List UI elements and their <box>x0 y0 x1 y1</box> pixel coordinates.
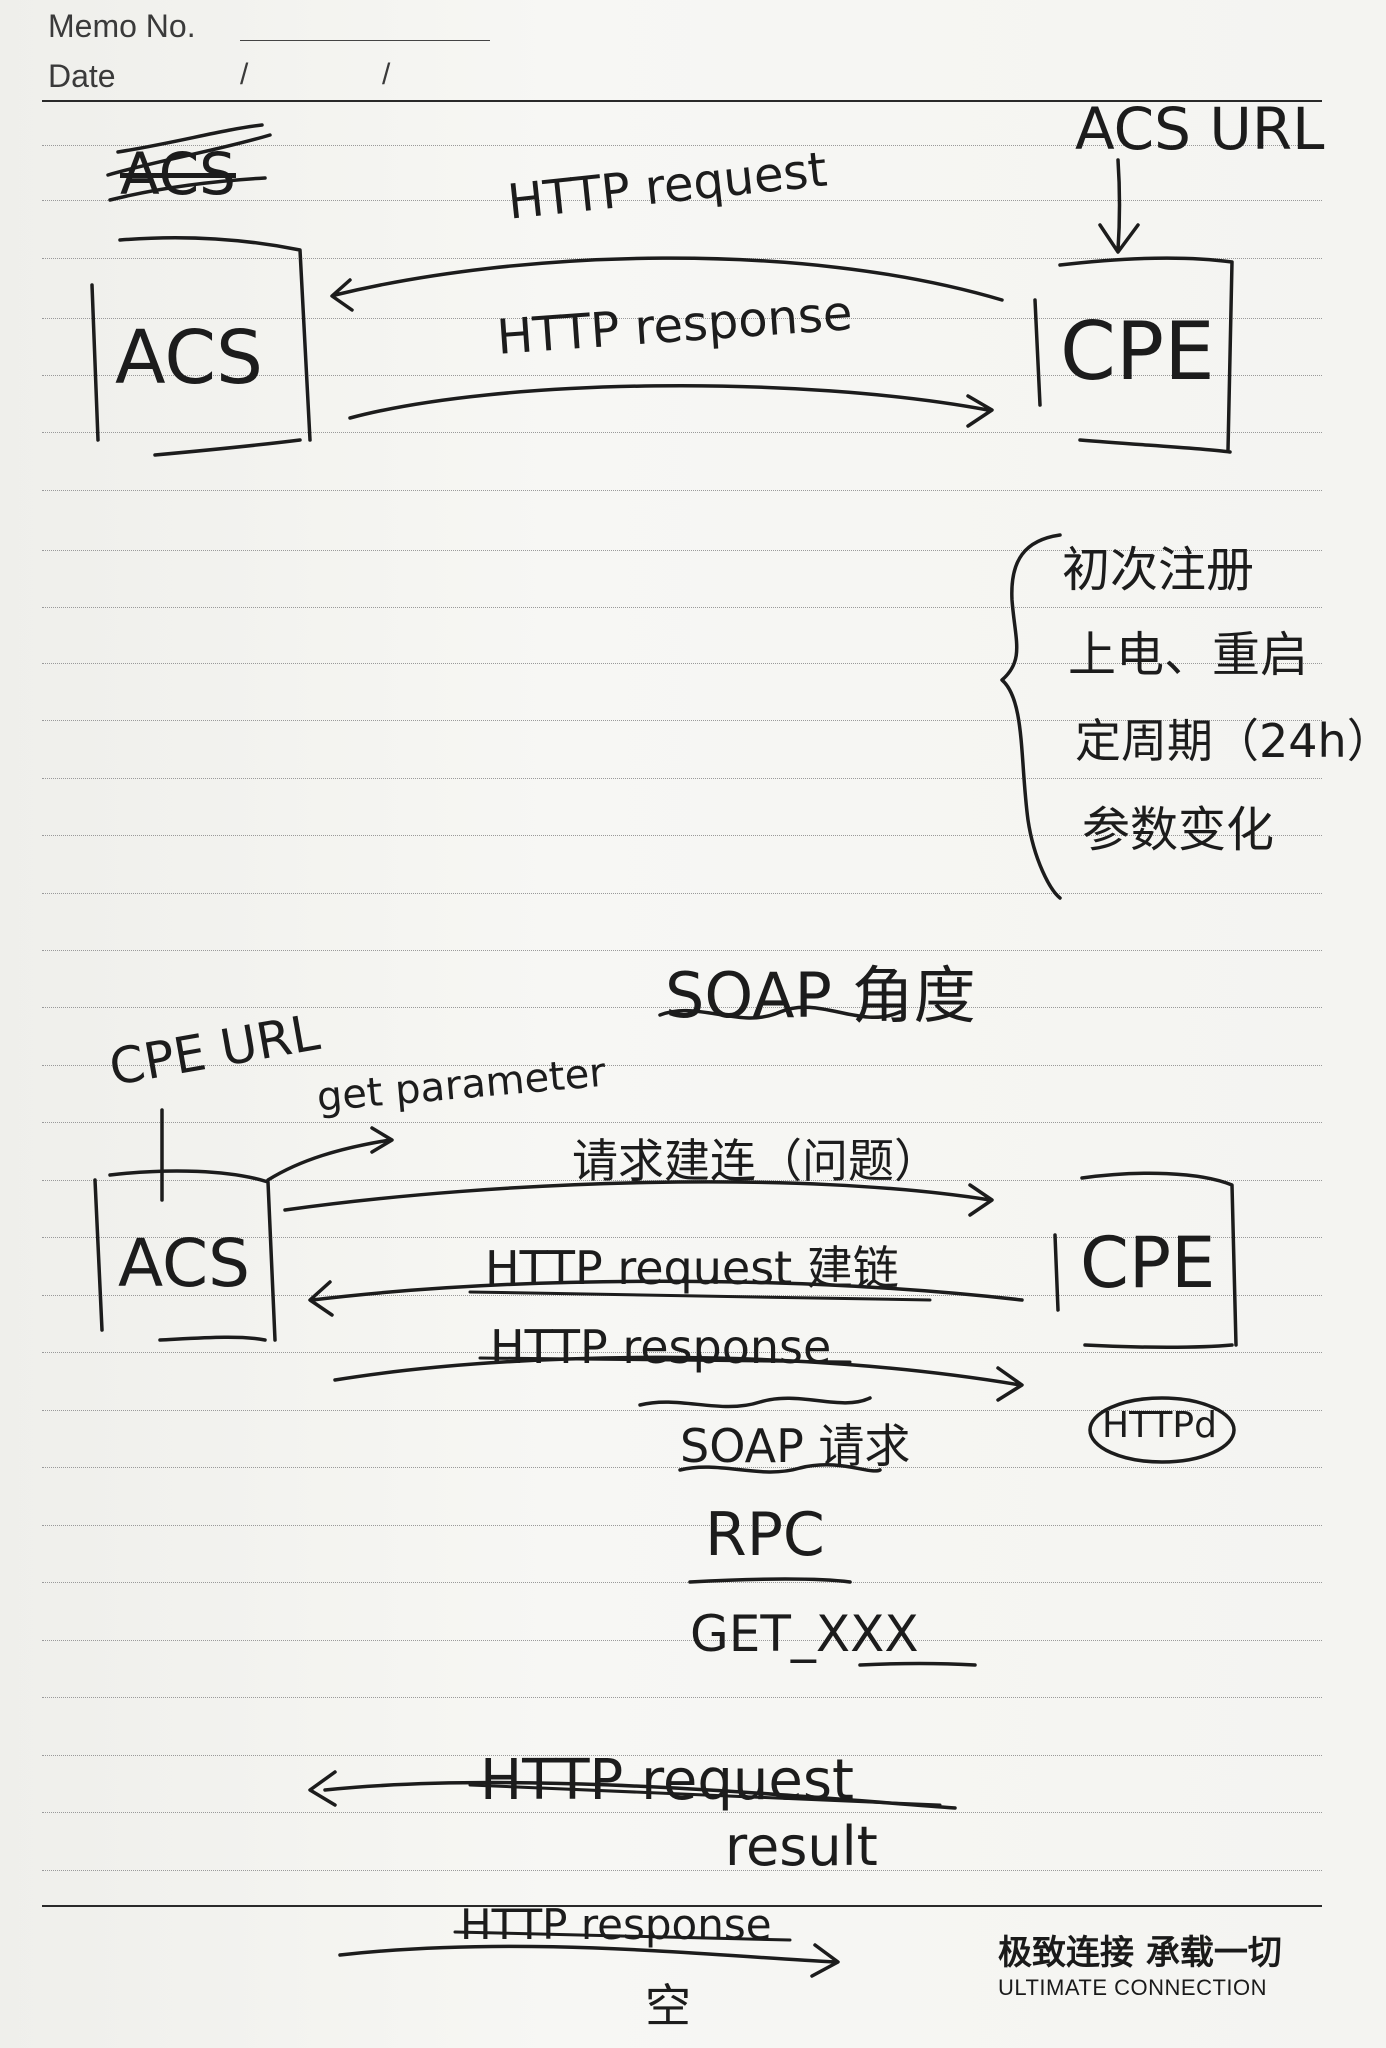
brand-tagline: ULTIMATE CONNECTION <box>998 1975 1268 2000</box>
acs-box-1 <box>90 235 312 457</box>
strike-line3 <box>478 1356 852 1364</box>
line2-arrow <box>308 1279 1024 1317</box>
strike-line2 <box>468 1290 932 1302</box>
ruled-line <box>42 835 1322 836</box>
ruled-line <box>42 1812 1322 1813</box>
soap-request-label: SOAP 请求 <box>680 1419 911 1473</box>
ruled-line <box>42 200 1322 201</box>
ruled-line <box>42 1640 1322 1641</box>
acs-box-1-label: ACS <box>115 315 263 401</box>
http-response-crossed-label: HTTP response <box>490 1320 832 1374</box>
cpe-box-2-label: CPE <box>1080 1222 1216 1304</box>
rpc-underline <box>688 1577 852 1584</box>
ruled-line <box>42 950 1322 951</box>
empty-label: 空 <box>645 1979 691 2033</box>
acs-url-arrow <box>1098 158 1140 254</box>
line1-arrow <box>283 1180 994 1217</box>
ruled-line <box>42 375 1322 376</box>
trigger-item-2: 上电、重启 <box>1068 627 1309 683</box>
ruled-line <box>42 1065 1322 1066</box>
brand-slogan: 极致连接 承载一切 <box>998 1933 1282 1973</box>
soap-heading: SOAP 角度 <box>665 959 976 1032</box>
ruled-line <box>42 1410 1322 1411</box>
ruled-line <box>42 490 1322 491</box>
ruled-line <box>42 1525 1322 1526</box>
acs-box-2-label: ACS <box>118 1225 250 1302</box>
acs-box-2 <box>93 1169 277 1342</box>
cpe-box-2 <box>1053 1171 1238 1349</box>
ruled-line <box>42 720 1322 721</box>
ruled-line <box>42 778 1322 779</box>
footer-rule <box>42 1905 1322 1907</box>
ruled-line <box>42 1582 1322 1583</box>
ruled-line <box>42 1870 1322 1871</box>
response-wave <box>638 1396 872 1409</box>
ruled-line <box>42 1122 1322 1123</box>
trigger-item-3: 定周期（24h） <box>1075 714 1386 768</box>
httpd-label: HTTPd <box>1102 1405 1217 1446</box>
http-request-build-label: HTTP request 建链 <box>485 1241 899 1295</box>
get-param-arrow <box>266 1126 394 1182</box>
http-request-arrow <box>330 256 1004 312</box>
ruled-line <box>42 145 1322 146</box>
cpe-box-1-label: CPE <box>1060 305 1215 398</box>
acs-url-label: ACS URL <box>1075 95 1325 163</box>
get-xxx-label: GET_XXX <box>690 1605 919 1663</box>
strike-response-2 <box>453 1930 792 1942</box>
cpe-box-1 <box>1033 256 1234 454</box>
http-response-arrow <box>348 383 994 428</box>
memo-no-underline <box>240 40 490 41</box>
http-response-2-label: HTTP response <box>460 1900 772 1949</box>
http-response-2-arrow <box>338 1943 840 1978</box>
header-rule <box>42 100 1322 102</box>
get-xxx-underline <box>858 1661 977 1667</box>
connect-request-label: 请求建连（问题） <box>572 1134 940 1188</box>
trigger-item-4: 参数变化 <box>1082 802 1275 858</box>
rpc-label: RPC <box>705 1500 825 1570</box>
ruled-line <box>42 607 1322 608</box>
date-label: Date <box>48 58 116 94</box>
date-sep-1: / <box>240 58 249 91</box>
ruled-line <box>42 1007 1322 1008</box>
http-request-2-label: HTTP request <box>480 1748 854 1813</box>
ruled-line <box>42 1755 1322 1756</box>
memo-no-label: Memo No. <box>48 8 196 44</box>
ruled-line <box>42 893 1322 894</box>
ruled-line <box>42 432 1322 433</box>
trigger-item-1: 初次注册 <box>1062 542 1255 598</box>
ruled-line <box>42 318 1322 319</box>
result-label: result <box>725 1815 878 1878</box>
ruled-line <box>42 1467 1322 1468</box>
ruled-line <box>42 1237 1322 1238</box>
ruled-line <box>42 1352 1322 1353</box>
strike-request-2 <box>468 1783 942 1807</box>
ruled-line <box>42 1697 1322 1698</box>
httpd-circle <box>1088 1396 1236 1464</box>
trigger-brace <box>1000 533 1062 900</box>
line3-arrow <box>333 1355 1024 1402</box>
soap-wave <box>658 1005 902 1020</box>
date-sep-2: / <box>382 58 391 91</box>
crossed-acs-label: ACS <box>120 140 236 208</box>
soap-request-wave <box>678 1463 882 1474</box>
ruled-line <box>42 550 1322 551</box>
scribble-strike <box>106 123 272 202</box>
ruled-line <box>42 663 1322 664</box>
